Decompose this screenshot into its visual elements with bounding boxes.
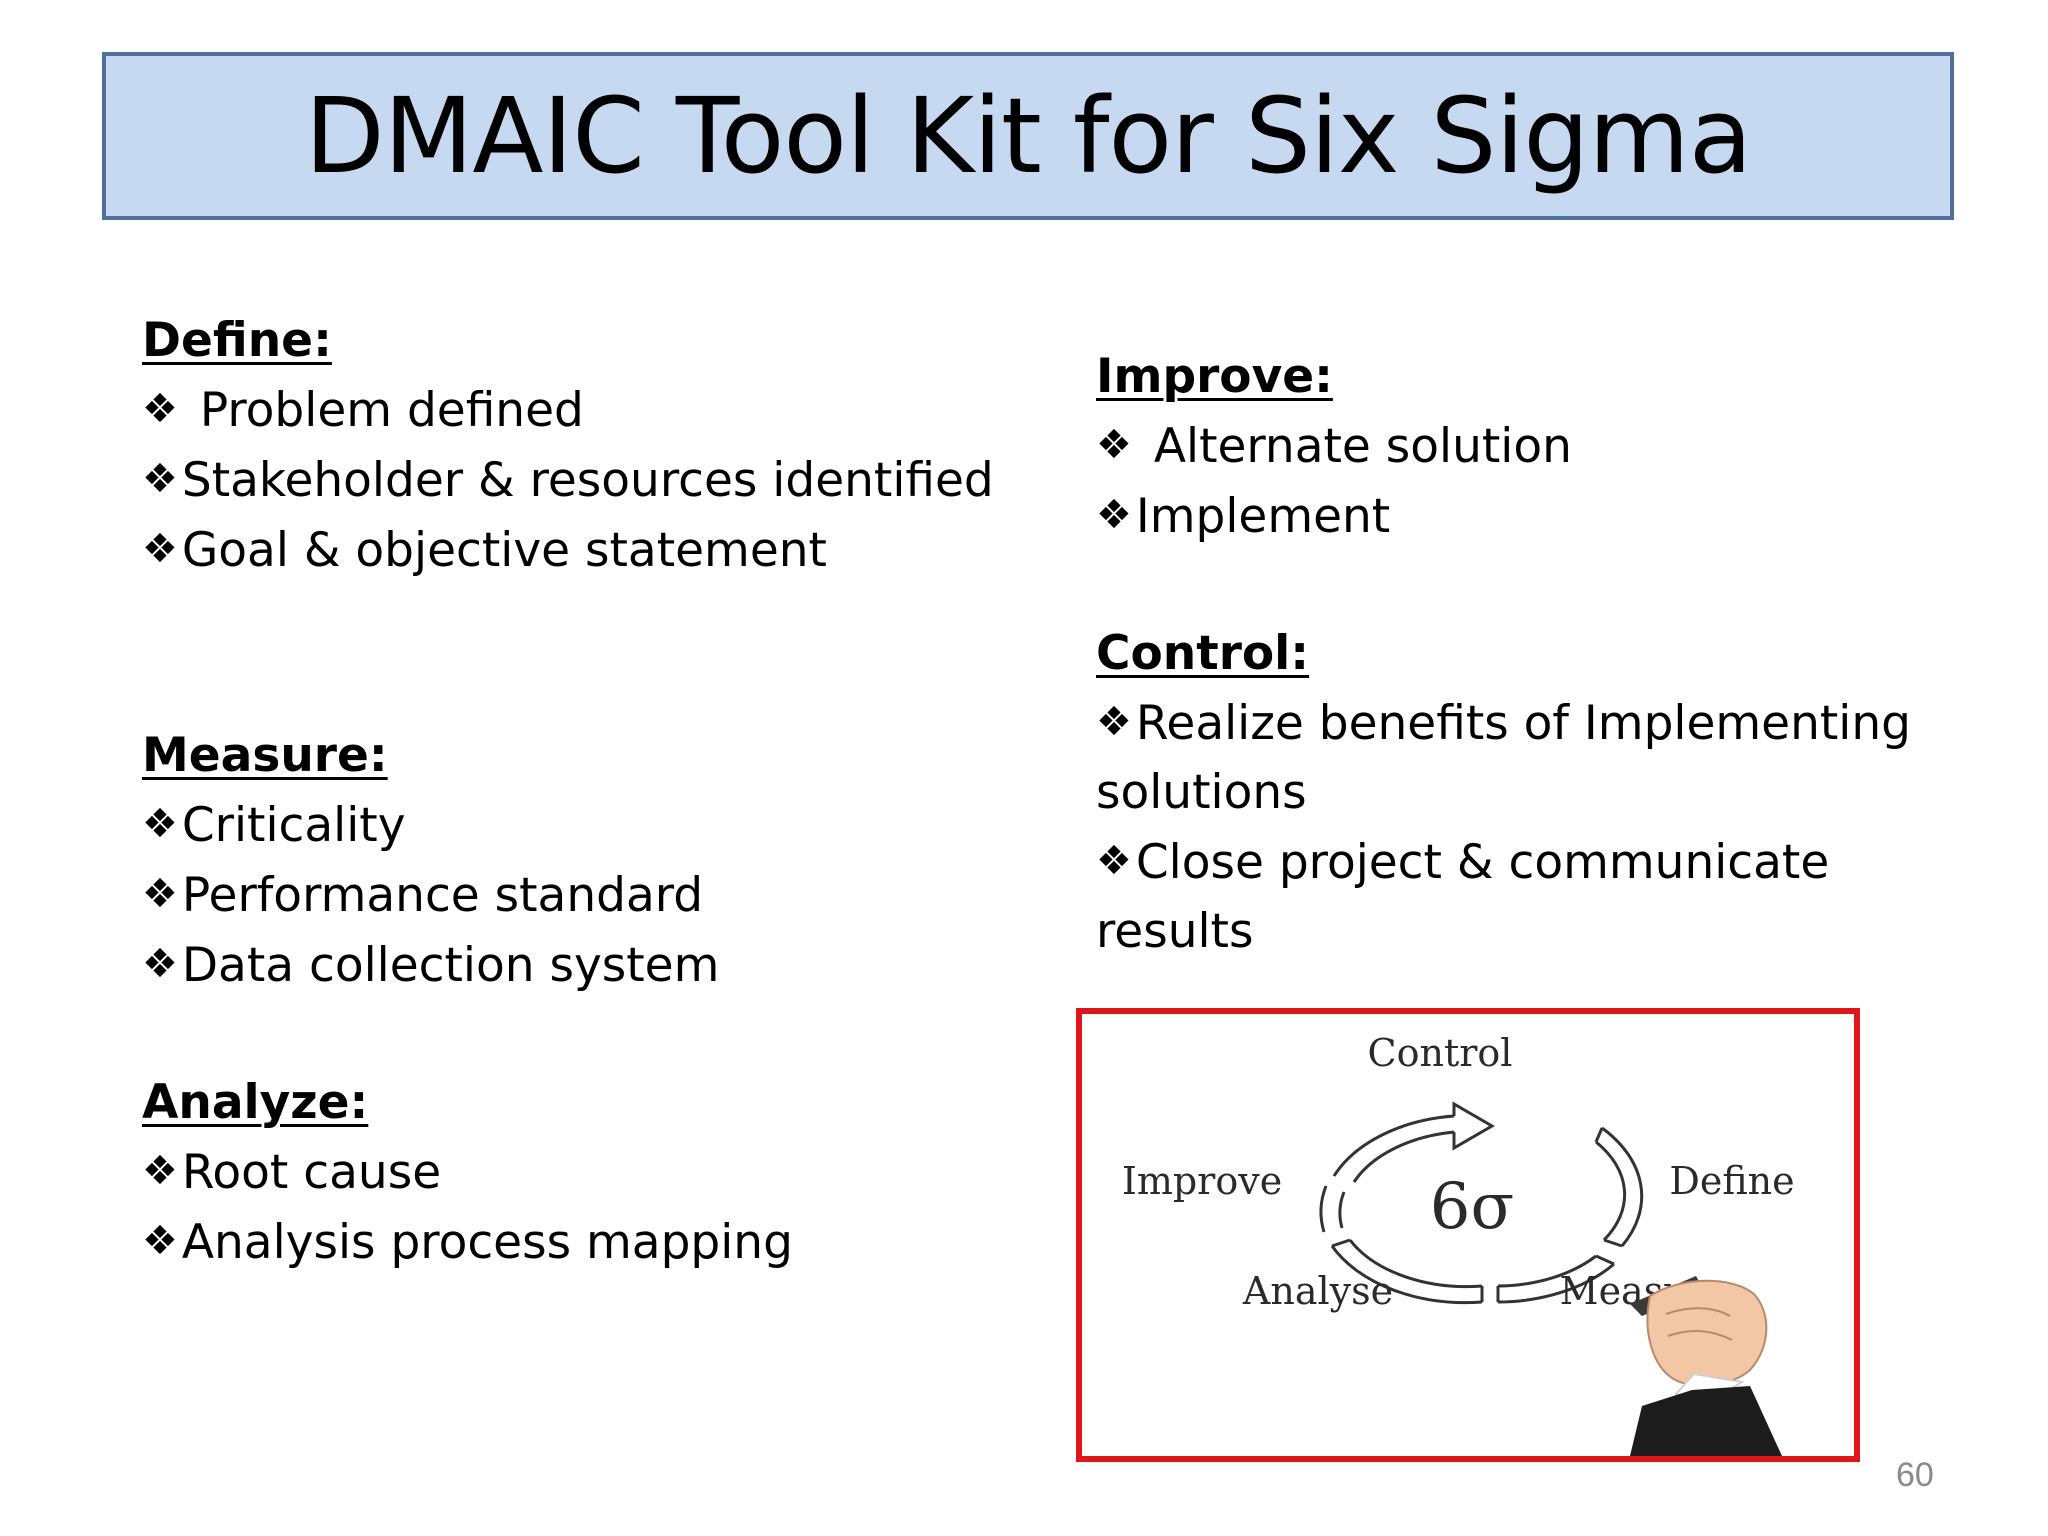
measure-heading: Measure: <box>142 728 388 783</box>
ring-arc <box>1330 1245 1483 1305</box>
ring-arc <box>1595 1140 1627 1242</box>
list-item: ❖Analysis process mapping <box>142 1207 1042 1277</box>
analyze-heading: Analyze: <box>142 1075 369 1130</box>
list-item: ❖Stakeholder & resources identified <box>142 445 1042 515</box>
bullet-icon: ❖ <box>1096 838 1132 884</box>
bullet-icon: ❖ <box>142 871 178 917</box>
bullet-icon: ❖ <box>142 1148 178 1194</box>
hand-with-marker-icon <box>1630 1276 1782 1456</box>
bullet-icon: ❖ <box>1096 422 1132 468</box>
label-analyse: Analyse <box>1242 1269 1393 1313</box>
title-banner: DMAIC Tool Kit for Six Sigma <box>102 52 1954 220</box>
ring-arc <box>1601 1126 1644 1247</box>
list-item: ❖Alternate solution <box>1096 411 1976 481</box>
bullet-icon: ❖ <box>142 1218 178 1264</box>
ring-arc <box>1348 1239 1483 1289</box>
ring-arc <box>1497 1262 1615 1304</box>
list-item: ❖Implement <box>1096 481 1976 551</box>
dmaic-cycle-figure: Control Improve Define Analyse Measure 6… <box>1076 1008 1860 1462</box>
ring-arc <box>1338 1191 1346 1229</box>
list-item: ❖Data collection system <box>142 930 1042 1000</box>
page-number: 60 <box>1896 1456 1934 1494</box>
bullet-icon: ❖ <box>142 526 178 572</box>
ring-cap <box>1331 1238 1351 1248</box>
ring-cap <box>1594 1127 1604 1143</box>
ring-arc <box>1319 1185 1328 1233</box>
label-improve: Improve <box>1122 1159 1282 1203</box>
list-item: ❖Performance standard <box>142 860 1042 930</box>
left-column: Define: ❖Problem defined ❖Stakeholder & … <box>142 306 1042 1277</box>
label-control: Control <box>1368 1031 1513 1075</box>
define-heading: Define: <box>142 313 332 368</box>
cycle-ring <box>1319 1101 1644 1305</box>
list-item: ❖Realize benefits of Implementing soluti… <box>1096 688 1976 827</box>
slide-title: DMAIC Tool Kit for Six Sigma <box>304 75 1753 197</box>
bullet-icon: ❖ <box>142 801 178 847</box>
bullet-icon: ❖ <box>142 456 178 502</box>
cycle-arrow-head <box>1452 1101 1495 1151</box>
right-column: Improve: ❖Alternate solution ❖Implement … <box>1096 342 1976 966</box>
list-item: ❖Problem defined <box>142 375 1042 445</box>
list-item: ❖Goal & objective statement <box>142 515 1042 585</box>
ring-arc <box>1332 1114 1455 1177</box>
bullet-icon: ❖ <box>1096 699 1132 745</box>
list-item: ❖Close project & communicate results <box>1096 827 1976 966</box>
control-heading: Control: <box>1096 626 1310 681</box>
bullet-icon: ❖ <box>142 941 178 987</box>
ring-arc <box>1352 1130 1455 1183</box>
ring-cap <box>1603 1238 1623 1248</box>
label-define: Define <box>1669 1159 1794 1203</box>
list-item: ❖Criticality <box>142 790 1042 860</box>
ring-cap <box>1595 1254 1615 1266</box>
ring-arc <box>1497 1254 1597 1288</box>
bullet-icon: ❖ <box>142 386 178 432</box>
label-six-sigma: 6σ <box>1430 1170 1514 1244</box>
improve-heading: Improve: <box>1096 349 1333 404</box>
list-item: ❖Root cause <box>142 1137 1042 1207</box>
bullet-icon: ❖ <box>1096 492 1132 538</box>
dmaic-cycle-drawing: Control Improve Define Analyse Measure 6… <box>1122 1031 1795 1456</box>
